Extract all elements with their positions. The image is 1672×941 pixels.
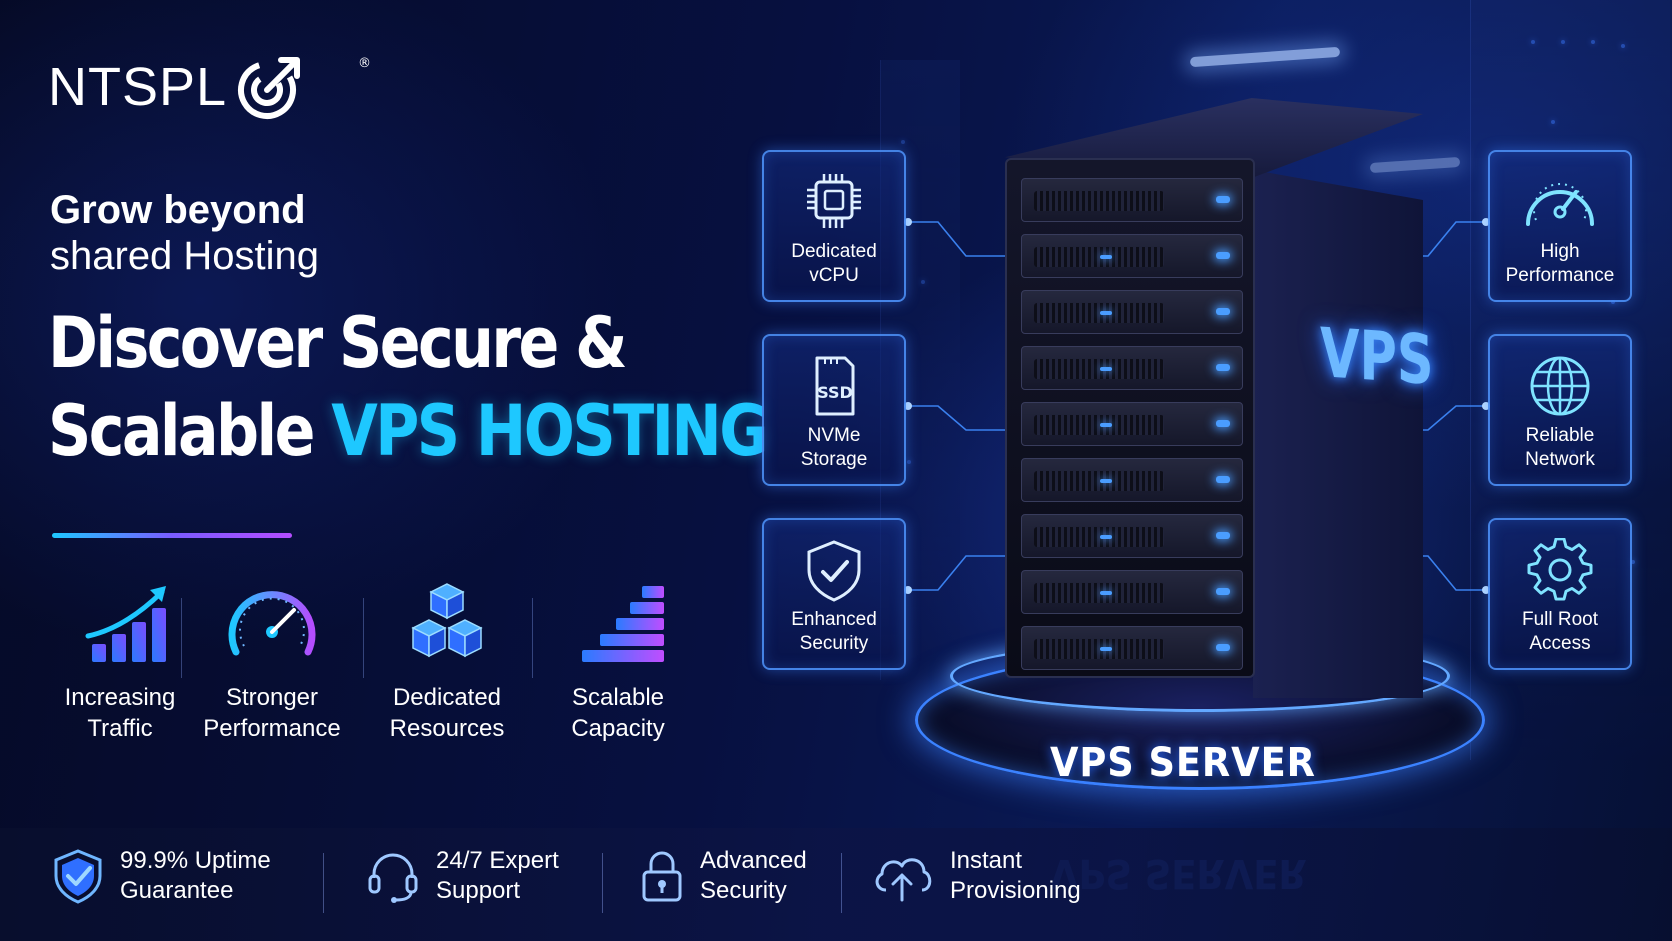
server-side-panel	[1253, 170, 1423, 698]
spec-card-root-access: Full Root Access	[1488, 518, 1632, 670]
feature-item: Increasing Traffic	[40, 580, 200, 744]
spec-label: Dedicated vCPU	[791, 241, 877, 286]
drive-bay	[1021, 458, 1243, 502]
drive-bay	[1021, 570, 1243, 614]
feature-row: Increasing Traffic Stronger Performance	[40, 580, 730, 760]
benefit-label: 24/7 Expert Support	[436, 847, 559, 904]
registered-mark: ®	[358, 56, 371, 71]
headline-underline	[52, 533, 292, 538]
feature-item: Dedicated Resources	[367, 580, 527, 744]
benefit-label: 99.9% Uptime Guarantee	[120, 847, 271, 904]
headline-line-2: Scalable VPS HOSTING	[48, 390, 769, 472]
stacked-bars-icon	[582, 586, 664, 662]
drive-bay	[1021, 178, 1243, 222]
drive-bay	[1021, 346, 1243, 390]
cloud-upload-icon	[875, 858, 932, 902]
feature-label: Increasing Traffic	[64, 684, 176, 742]
benefit-label: Instant Provisioning	[950, 847, 1081, 904]
ssd-icon: SSD	[815, 356, 855, 416]
divider	[532, 598, 533, 678]
brand-name: NTSPL	[48, 57, 228, 117]
divider	[602, 853, 603, 913]
ssd-icon-text: SSD	[817, 383, 853, 402]
divider	[363, 598, 364, 678]
feature-item: Stronger Performance	[192, 580, 352, 744]
spec-card-storage: SSD NVMe Storage	[762, 334, 906, 486]
kicker-line-1: Grow beyond	[50, 188, 306, 232]
brand-logo[interactable]: NTSPL ®	[48, 54, 371, 120]
spec-card-security: Enhanced Security	[762, 518, 906, 670]
shield-uptime-icon	[54, 849, 102, 904]
spec-card-performance: High Performance	[1488, 150, 1632, 302]
divider	[841, 853, 842, 913]
divider	[181, 598, 182, 678]
headset-icon	[368, 853, 418, 903]
drive-bay	[1021, 290, 1243, 334]
gear-icon	[1527, 538, 1593, 601]
padlock-icon	[642, 851, 682, 902]
target-arrow-icon	[238, 57, 301, 119]
drive-bay	[1021, 626, 1243, 670]
feature-label: Scalable Capacity	[571, 684, 665, 742]
drive-bay	[1021, 234, 1243, 278]
growth-chart-icon	[85, 586, 166, 662]
spec-label: Reliable Network	[1525, 425, 1595, 470]
spec-label: Enhanced Security	[791, 609, 877, 654]
bottom-benefits-bar: 99.9% Uptime Guarantee 24/7 Expert Suppo…	[0, 828, 1672, 941]
feature-item: Scalable Capacity	[538, 580, 698, 744]
gauge-icon	[1526, 183, 1594, 226]
spec-card-vcpu: Dedicated vCPU	[762, 150, 906, 302]
benefit-item: Instant Provisioning	[870, 846, 1081, 906]
vps-server-rack	[1005, 98, 1423, 698]
cpu-chip-icon	[807, 174, 861, 228]
spec-label: High Performance	[1505, 241, 1615, 286]
spec-label: Full Root Access	[1521, 609, 1599, 654]
kicker-line-2: shared Hosting	[50, 234, 320, 278]
headline-accent: VPS HOSTING	[331, 390, 768, 472]
speedometer-icon	[228, 591, 316, 656]
benefit-item: 99.9% Uptime Guarantee	[52, 846, 271, 906]
feature-label: Dedicated Resources	[389, 684, 505, 742]
headline-line-1: Discover Secure &	[48, 302, 628, 384]
headline-plain: Scalable	[48, 390, 332, 472]
spec-card-network: Reliable Network	[1488, 334, 1632, 486]
divider	[323, 853, 324, 913]
drive-bay	[1021, 514, 1243, 558]
spec-label: NVMe Storage	[800, 425, 868, 470]
server-front-panel	[1005, 158, 1255, 678]
cubes-icon	[411, 583, 483, 658]
globe-icon	[1530, 356, 1590, 416]
shield-check-icon	[807, 540, 861, 602]
drive-bay	[1021, 402, 1243, 446]
server-vps-label: VPS	[1320, 314, 1434, 401]
platform-label: VPS SERVER	[1050, 740, 1316, 786]
feature-label: Stronger Performance	[203, 684, 341, 742]
benefit-item: 24/7 Expert Support	[366, 846, 559, 906]
benefit-item: Advanced Security	[640, 846, 807, 906]
benefit-label: Advanced Security	[700, 847, 807, 904]
